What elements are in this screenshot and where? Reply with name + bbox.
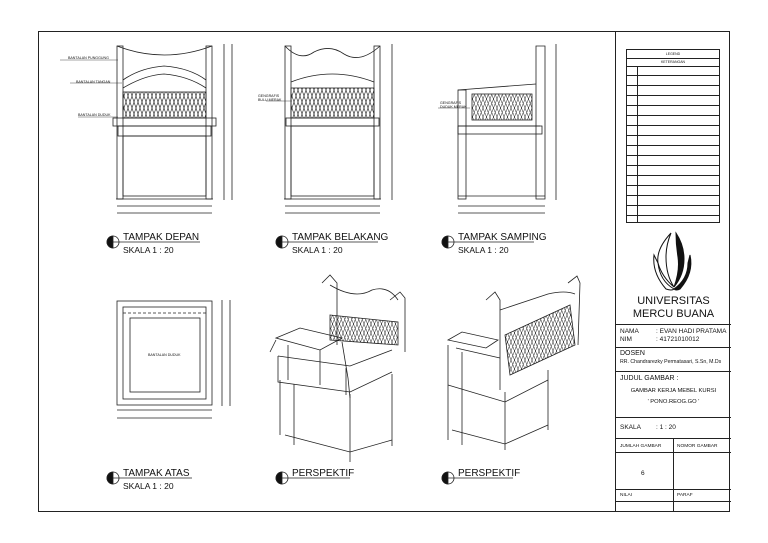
jumlah-label: JUMLAH GAMBAR — [620, 444, 662, 449]
view-title-side: TAMPAK SAMPING — [458, 232, 547, 243]
tb-divider — [616, 452, 731, 453]
annotation-back-2: BULU MERAK — [258, 98, 282, 102]
judul-sub: ' PONO.REOG.GO ' — [647, 399, 700, 405]
nama-value: : EVAN HADI PRATAMA — [656, 328, 727, 335]
view-scale-side: SKALA 1 : 20 — [458, 245, 509, 255]
view-scale-back: SKALA 1 : 20 — [292, 245, 343, 255]
tb-divider — [616, 324, 731, 325]
nomor-label: NOMOR GAMBAR — [677, 444, 718, 449]
legend-title: LEGEND — [627, 50, 719, 59]
top-view-drawing — [116, 300, 231, 419]
view-title-perspective-2: PERSPEKTIF — [458, 468, 521, 479]
skala-label: SKALA — [620, 424, 641, 431]
back-view-drawing — [266, 44, 393, 214]
paraf-label: PARAF — [677, 493, 693, 498]
judul-value: GAMBAR KERJA MEBEL KURSI — [630, 388, 717, 394]
view-title-top: TAMPAK ATAS — [123, 468, 190, 479]
judul-label: JUDUL GAMBAR : — [620, 375, 679, 382]
tb-divider — [616, 347, 731, 348]
view-markers — [106, 235, 534, 485]
view-title-front: TAMPAK DEPAN — [123, 232, 200, 243]
nim-value: : 41721010012 — [656, 336, 700, 343]
nim-label: NIM — [620, 336, 632, 343]
dosen-value: RR. Chandrarezky Permatasari, S.Sn, M.Ds — [620, 359, 722, 365]
annotation-back-1: GENGRAFIS — [258, 94, 280, 98]
legend-table: LEGEND KETERANGAN — [626, 49, 720, 223]
skala-value: : 1 : 20 — [656, 424, 676, 431]
tb-col-divider — [673, 438, 674, 512]
view-scale-front: SKALA 1 : 20 — [123, 245, 174, 255]
perspective-1-drawing — [269, 274, 406, 462]
tb-divider — [616, 489, 731, 490]
university-name-1: UNIVERSITAS — [637, 295, 710, 307]
annotation-side-1: GENGRAFIS — [440, 101, 462, 105]
view-title-back: TAMPAK BELAKANG — [292, 232, 389, 243]
annotation-top-seat: BANTALAN DUDUK — [148, 353, 181, 357]
drawing-sheet — [38, 31, 730, 512]
annotation-front-backrest: BANTALAN PUNGGUNG — [68, 56, 109, 60]
title-block: LEGEND KETERANGAN UNIVERSITAS MERCU BUAN… — [615, 31, 731, 512]
jumlah-value: 6 — [641, 470, 645, 477]
university-name-2: MERCU BUANA — [632, 308, 715, 320]
legend-rows — [627, 66, 719, 222]
front-view-drawing — [60, 44, 233, 214]
university-logo — [653, 231, 692, 291]
annotation-front-armrest: BANTALAN TANGAN — [76, 80, 111, 84]
tb-divider — [616, 371, 731, 372]
view-title-perspective-1: PERSPEKTIF — [292, 468, 355, 479]
annotation-side-2: DUDUK MERAK — [440, 105, 467, 109]
side-view-drawing — [438, 44, 557, 214]
nama-label: NAMA — [620, 328, 639, 335]
nilai-label: NILAI — [620, 493, 632, 498]
view-scale-top: SKALA 1 : 20 — [123, 481, 174, 491]
dosen-label: DOSEN — [620, 350, 645, 357]
tb-divider — [616, 417, 731, 418]
perspective-2-drawing — [446, 275, 581, 450]
tb-divider — [616, 501, 731, 502]
annotation-front-seat: BANTALAN DUDUK — [78, 113, 111, 117]
